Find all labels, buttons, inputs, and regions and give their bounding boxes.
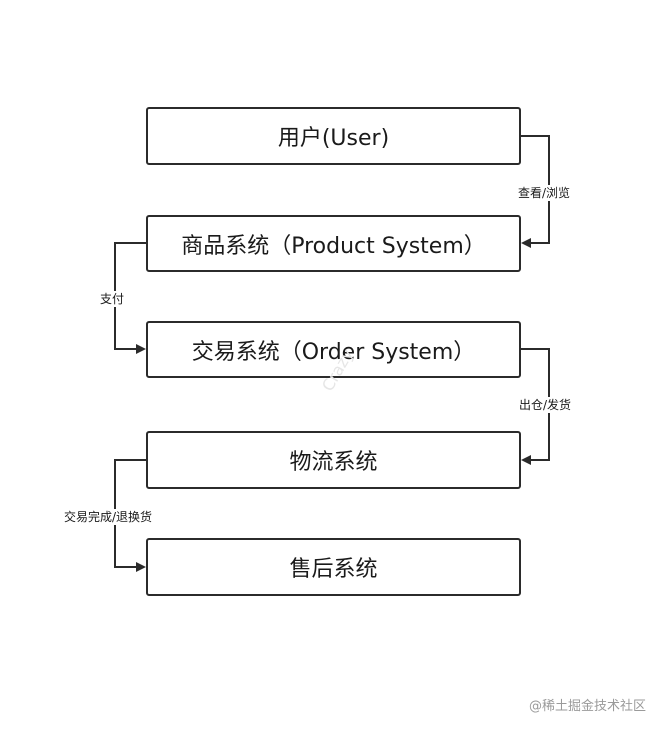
node-user-label: 用户(User)	[277, 126, 390, 151]
edge-label-view-browse: 查看/浏览	[518, 185, 571, 201]
node-aftersale-system: 售后系统	[146, 538, 521, 596]
node-order-system-label: 交易系统（Order System）	[191, 339, 476, 365]
node-aftersale-system-label: 售后系统	[289, 557, 378, 582]
edge-label-complete-return: 交易完成/退换货	[64, 509, 153, 525]
edge-label-ship: 出仓/发货	[519, 397, 572, 413]
node-user: 用户(User)	[146, 107, 521, 165]
node-logistics-system-label: 物流系统	[289, 450, 378, 475]
node-order-system: 交易系统（Order System）	[146, 321, 521, 378]
node-product-system: 商品系统（Product System）	[146, 215, 521, 272]
footer-credit: @稀土掘金技术社区	[528, 699, 646, 714]
node-logistics-system: 物流系统	[146, 431, 521, 489]
node-product-system-label: 商品系统（Product System）	[181, 233, 486, 259]
edge-label-pay: 支付	[100, 291, 125, 307]
